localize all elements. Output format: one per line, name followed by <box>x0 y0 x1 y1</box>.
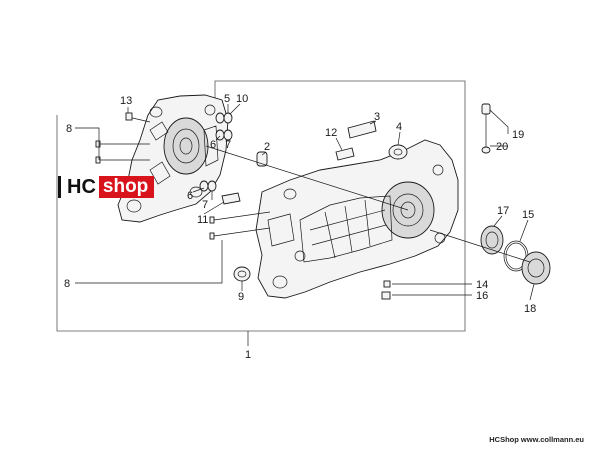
right-crankcase-half <box>255 139 459 299</box>
dowel-pin-2 <box>256 151 268 167</box>
callout-15: 15 <box>522 209 534 221</box>
footer-credit: HCShop www.collmann.eu <box>489 435 584 444</box>
callout-6-lower: 6 <box>187 190 193 202</box>
left-crankcase-half <box>117 94 229 223</box>
callout-17: 17 <box>497 205 509 217</box>
callout-5: 5 <box>224 93 230 105</box>
callout-7-lower: 7 <box>202 199 208 211</box>
callout-19: 19 <box>512 129 524 141</box>
hc-shop-logo: HC shop <box>58 176 155 198</box>
oil-seal-17 <box>480 225 504 255</box>
callout-4: 4 <box>396 121 402 133</box>
callout-14: 14 <box>476 279 488 291</box>
callout-9: 9 <box>238 291 244 303</box>
footer-brand: HCShop <box>489 435 519 444</box>
logo-shop-text: shop <box>98 176 155 198</box>
callout-11: 11 <box>197 214 208 226</box>
long-bolts-8-upper <box>95 140 150 164</box>
callout-6-upper: 6 <box>210 139 216 151</box>
callout-1: 1 <box>245 349 251 361</box>
callout-2: 2 <box>264 141 270 153</box>
screw-13 <box>125 112 151 123</box>
stud-12 <box>335 147 355 161</box>
callout-10: 10 <box>236 93 248 105</box>
seal-18 <box>521 251 551 285</box>
callout-18: 18 <box>524 303 536 315</box>
dowel-sleeve-11 <box>221 192 241 205</box>
callout-8-upper: 8 <box>66 123 72 135</box>
footer-url[interactable]: www.collmann.eu <box>520 435 584 444</box>
long-bolts-8-lower <box>209 211 271 240</box>
dipstick-19-20 <box>481 103 491 154</box>
plug-14-16 <box>381 280 391 300</box>
callout-7-upper: 7 <box>225 139 231 151</box>
bushing-9 <box>233 266 251 282</box>
callout-8-lower: 8 <box>64 278 70 290</box>
logo-hc-text: HC <box>58 176 99 198</box>
bushing-4 <box>388 144 408 160</box>
callout-12: 12 <box>325 127 337 139</box>
assembly-frame <box>56 80 466 332</box>
callout-20: 20 <box>496 141 508 153</box>
callout-16: 16 <box>476 290 488 302</box>
sleeve-3 <box>347 120 377 139</box>
callout-3: 3 <box>374 111 380 123</box>
callout-13: 13 <box>120 95 132 107</box>
